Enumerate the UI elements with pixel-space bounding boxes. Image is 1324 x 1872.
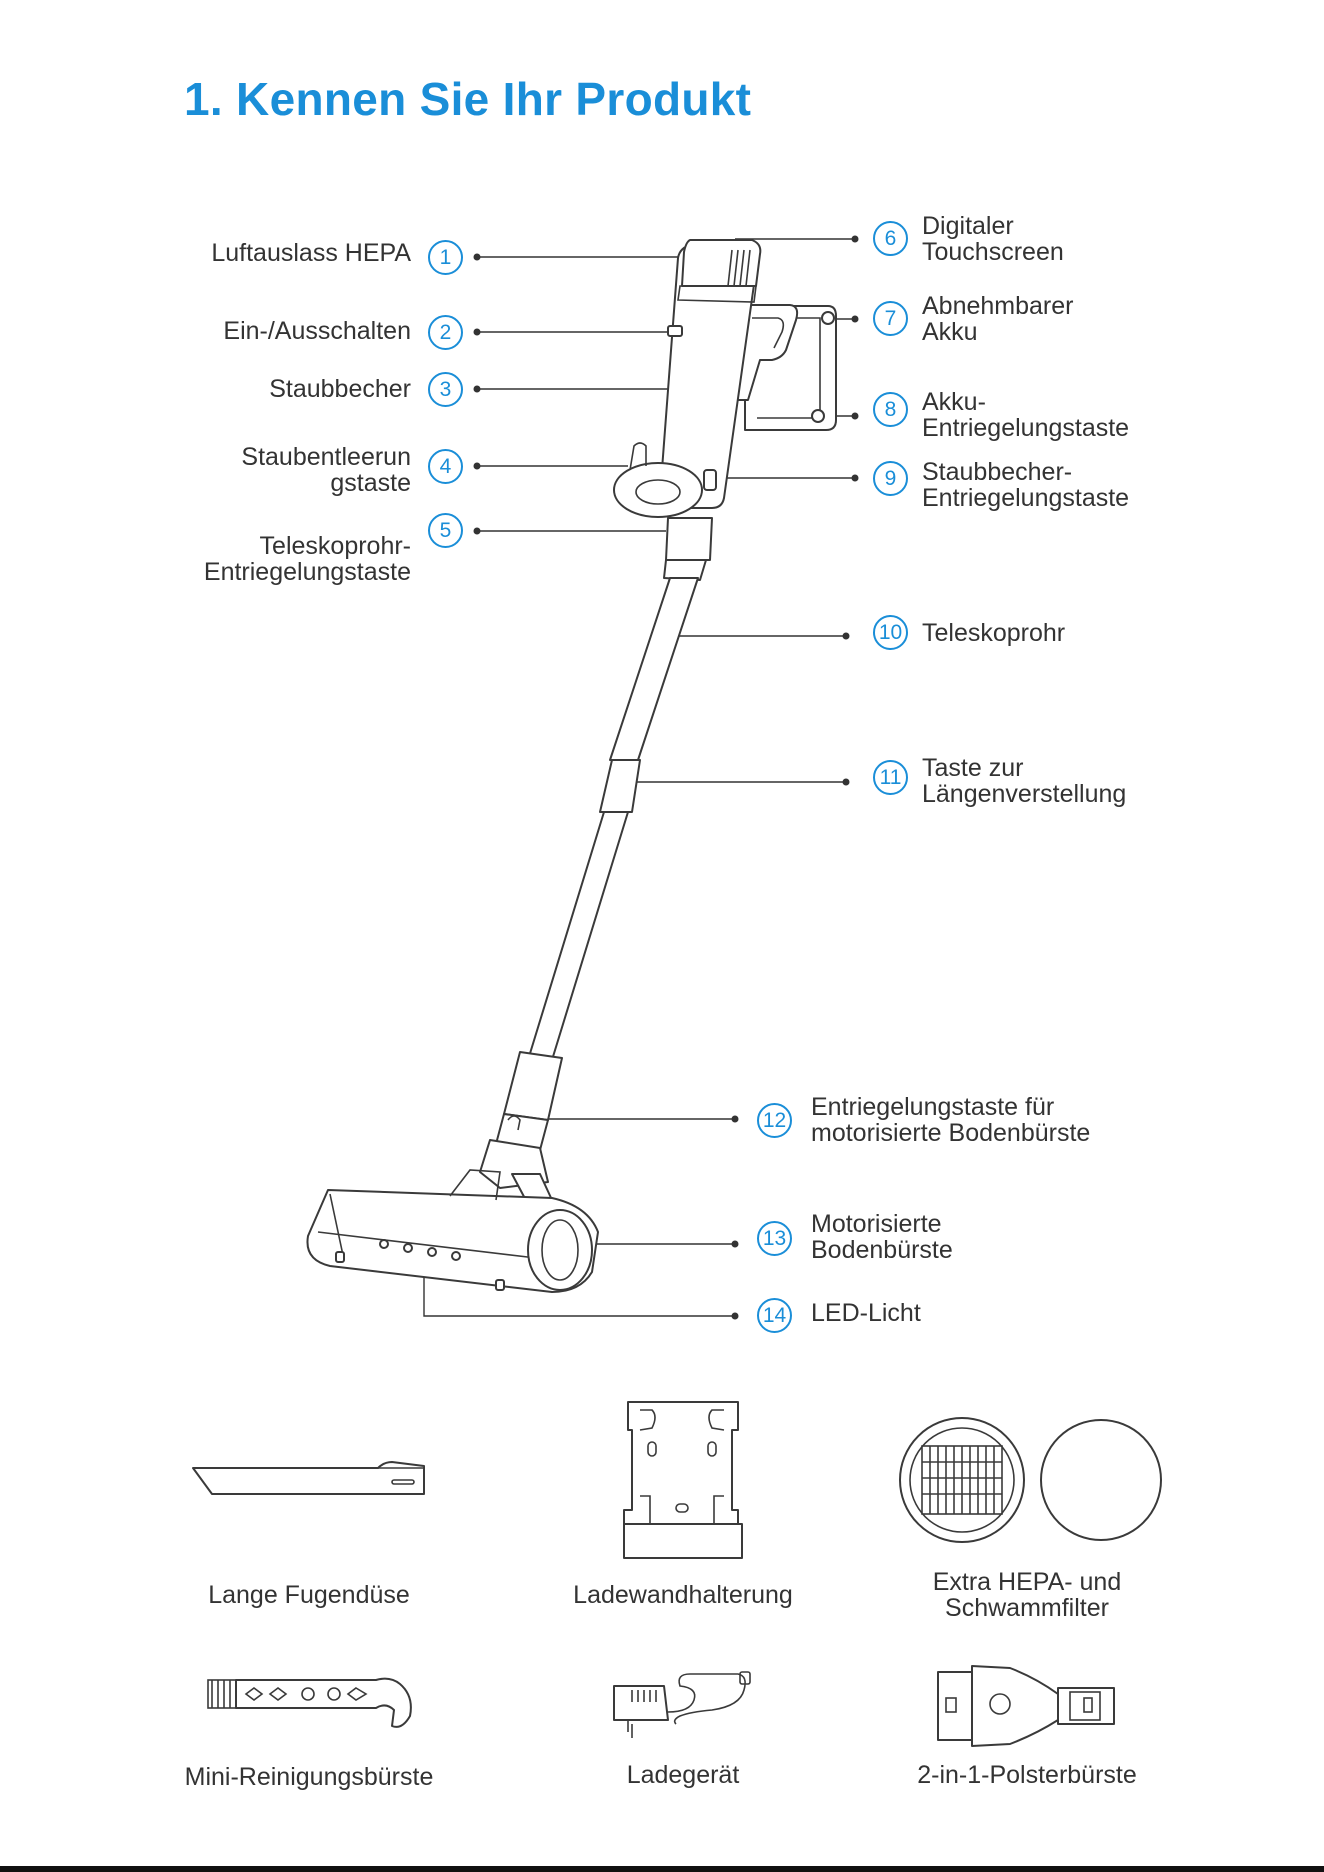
leader-lines [423, 235, 859, 1320]
callout-badge-4: 4 [428, 449, 463, 484]
callout-badge-10: 10 [873, 615, 908, 650]
upholstery-brush-icon [937, 1665, 1115, 1747]
accessory-label-charger: Ladegerät [626, 1761, 740, 1789]
label-1: Luftauslass HEPA [211, 239, 411, 267]
label-5: Teleskoprohr-Entriegelungstaste [203, 532, 411, 586]
wall-mount-icon [623, 1401, 743, 1559]
label-10: Teleskoprohr [922, 619, 1066, 647]
callout-badge-6: 6 [873, 221, 908, 256]
accessory-label-wall-mount: Ladewandhalterung [573, 1581, 793, 1609]
page-title: 1. Kennen Sie Ihr Produkt [184, 73, 752, 125]
callout-badge-3: 3 [428, 372, 463, 407]
callout-badge-1: 1 [428, 240, 463, 275]
crevice-tool-icon [192, 1461, 425, 1495]
charger-icon [613, 1671, 751, 1738]
label-9: Staubbecher-Entriegelungstaste [922, 458, 1130, 512]
accessory-label-upholstery-brush: 2-in-1-Polsterbürste [917, 1761, 1137, 1789]
callout-badge-13: 13 [757, 1221, 792, 1256]
label-8: Akku-Entriegelungstaste [922, 388, 1130, 442]
callout-badge-7: 7 [873, 301, 908, 336]
label-14: LED-Licht [811, 1299, 921, 1327]
callout-badge-5: 5 [428, 513, 463, 548]
label-3: Staubbecher [269, 375, 411, 403]
callout-badge-12: 12 [757, 1103, 792, 1138]
page-bottom-rule [0, 1866, 1324, 1872]
callout-badge-9: 9 [873, 461, 908, 496]
callout-badge-14: 14 [757, 1298, 792, 1333]
mini-brush-icon [207, 1677, 412, 1728]
accessory-label-crevice-tool: Lange Fugendüse [208, 1581, 410, 1609]
vacuum-illustration [306, 239, 837, 1293]
filters-icon [899, 1417, 1162, 1543]
label-2: Ein-/Ausschalten [223, 317, 411, 345]
accessory-label-mini-brush: Mini-Reinigungsbürste [184, 1763, 434, 1791]
callout-badge-11: 11 [873, 760, 908, 795]
callout-badge-8: 8 [873, 392, 908, 427]
callout-badge-2: 2 [428, 315, 463, 350]
